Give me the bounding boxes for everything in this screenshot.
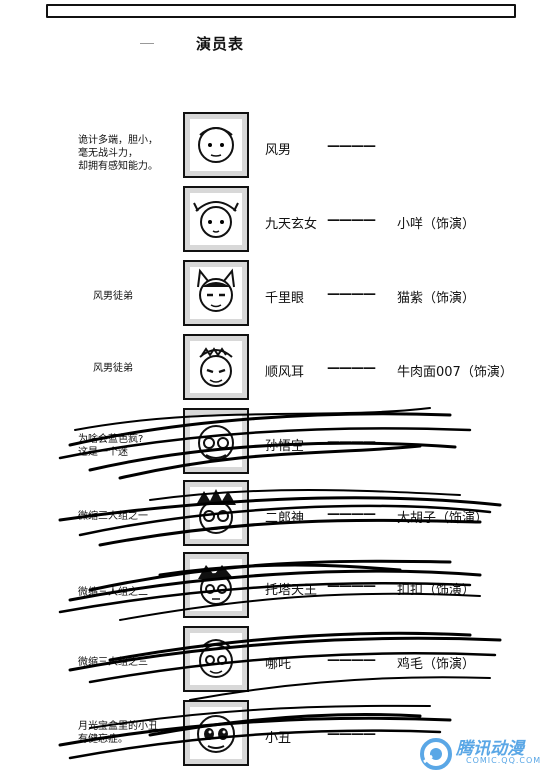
watermark-title: 腾讯动漫 — [456, 739, 524, 759]
character-portrait — [183, 408, 249, 474]
character-portrait — [183, 480, 249, 546]
character-note: 为啥会蓝色疯? — [78, 434, 144, 445]
actor-credit: 鸡毛（饰演） — [397, 657, 476, 672]
character-note: 微缩三人组之三 — [78, 657, 148, 668]
character-face-icon — [190, 415, 242, 467]
character-face-icon — [190, 633, 242, 685]
character-portrait — [183, 112, 249, 178]
character-portrait — [183, 700, 249, 766]
role-name: 小丑 — [265, 731, 292, 746]
character-portrait — [183, 552, 249, 618]
character-face-icon — [190, 707, 242, 759]
character-face-icon — [190, 267, 242, 319]
role-dash: ———— — [327, 507, 376, 522]
character-note: 这是一个迷 — [78, 447, 128, 458]
role-name: 托塔天王 — [265, 583, 318, 598]
role-dash: ———— — [327, 579, 376, 594]
character-face-icon — [190, 193, 242, 245]
actor-credit: 大胡子（饰演） — [397, 511, 489, 526]
title-dash-mark — [140, 43, 154, 44]
role-name: 二郎神 — [265, 511, 305, 526]
character-portrait — [183, 626, 249, 692]
role-dash: ———— — [327, 653, 376, 668]
character-face-icon — [190, 341, 242, 393]
role-name: 千里眼 — [265, 291, 305, 306]
role-dash: ———— — [327, 361, 376, 376]
role-name: 孙悟空 — [265, 439, 305, 454]
actor-credit: 猫紫（饰演） — [397, 291, 476, 306]
actor-credit: 扣扣（饰演） — [397, 583, 476, 598]
character-note: 风男徒弟 — [93, 291, 133, 302]
character-face-icon — [190, 487, 242, 539]
character-face-icon — [190, 559, 242, 611]
role-dash: ———— — [327, 435, 376, 450]
page-title: 演员表 — [196, 35, 245, 53]
character-face-icon — [190, 119, 242, 171]
character-note: 微缩三人组之一 — [78, 511, 148, 522]
character-note: 风男徒弟 — [93, 363, 133, 374]
role-name: 哪吒 — [265, 657, 292, 672]
character-note: 却拥有感知能力。 — [78, 161, 158, 172]
watermark-url: COMIC.QQ.COM — [466, 756, 542, 765]
role-dash: ———— — [327, 139, 376, 154]
top-frame-bar — [46, 4, 516, 18]
watermark: 腾讯动漫 COMIC.QQ.COM — [418, 732, 544, 776]
character-note: 诡计多端，胆小， — [78, 135, 158, 146]
character-portrait — [183, 260, 249, 326]
role-dash: ———— — [327, 727, 376, 742]
role-name: 风男 — [265, 143, 292, 158]
role-name: 顺风耳 — [265, 365, 305, 380]
role-name: 九天玄女 — [265, 217, 318, 232]
tencent-comic-logo-icon — [420, 738, 452, 770]
character-note: 有健忘症。 — [78, 734, 128, 745]
character-note: 毫无战斗力， — [78, 148, 138, 159]
role-dash: ———— — [327, 213, 376, 228]
character-portrait — [183, 334, 249, 400]
actor-credit: 牛肉面007（饰演） — [397, 365, 513, 380]
character-note: 月光宝盒里的小丑 — [78, 721, 158, 732]
actor-credit: 小咩（饰演） — [397, 217, 476, 232]
character-note: 微缩三人组之二 — [78, 587, 148, 598]
character-portrait — [183, 186, 249, 252]
role-dash: ———— — [327, 287, 376, 302]
